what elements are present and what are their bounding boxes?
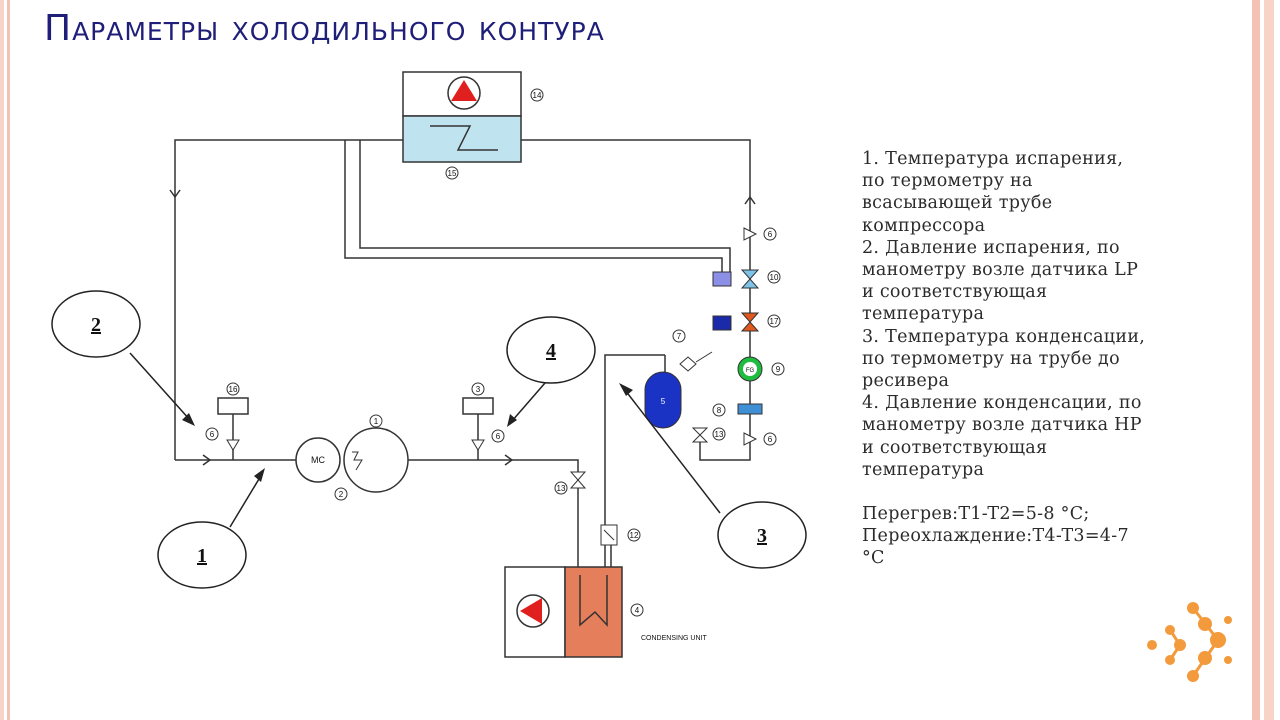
svg-text:MC: MC bbox=[311, 455, 325, 465]
note-line: манометру возле датчика LP bbox=[862, 260, 1139, 281]
svg-text:4: 4 bbox=[546, 340, 556, 362]
slide-border-right bbox=[1240, 0, 1280, 720]
svg-text:13: 13 bbox=[715, 430, 724, 439]
svg-text:1: 1 bbox=[374, 417, 379, 426]
svg-text:8: 8 bbox=[717, 406, 722, 415]
motor-circle bbox=[295, 437, 341, 483]
notes-text: 1. Температура испарения, по термометру … bbox=[862, 148, 1232, 570]
svg-text:3: 3 bbox=[476, 385, 481, 394]
svg-text:13: 13 bbox=[557, 484, 566, 493]
callout-2 bbox=[51, 290, 141, 358]
note-line: 2. Давление испарения, по bbox=[862, 237, 1120, 258]
note-line: по термометру на bbox=[862, 171, 1033, 192]
condenser bbox=[564, 566, 623, 658]
svg-text:17: 17 bbox=[770, 317, 779, 326]
svg-text:2: 2 bbox=[91, 314, 101, 336]
svg-text:6: 6 bbox=[768, 230, 773, 239]
note-line: компрессора bbox=[862, 215, 986, 236]
pipe-top-left bbox=[174, 139, 403, 460]
svg-text:2: 2 bbox=[339, 490, 344, 499]
note-line: 4. Давление конденсации, по bbox=[862, 393, 1142, 414]
note-line: по термометру на трубе до bbox=[862, 348, 1120, 369]
formula-line: Перегрев:T1-T2=5-8 °C; bbox=[862, 504, 1090, 525]
svg-text:7: 7 bbox=[677, 332, 682, 341]
callout-4 bbox=[506, 316, 596, 384]
svg-text:6: 6 bbox=[496, 432, 501, 441]
slide-border-left bbox=[0, 0, 14, 720]
pipe-discharge bbox=[408, 459, 579, 570]
note-line: ресивера bbox=[862, 371, 950, 392]
page-title: Параметры холодильного контура bbox=[44, 8, 605, 49]
evaporator-coil bbox=[402, 115, 522, 163]
note-line: 1. Температура испарения, bbox=[862, 149, 1124, 169]
svg-text:4: 4 bbox=[635, 606, 640, 615]
svg-text:12: 12 bbox=[630, 531, 639, 540]
svg-text:10: 10 bbox=[770, 273, 779, 282]
svg-text:5: 5 bbox=[661, 397, 666, 406]
note-line: температура bbox=[862, 459, 985, 480]
svg-text:3: 3 bbox=[757, 525, 767, 547]
svg-text:FG: FG bbox=[746, 368, 755, 374]
pipe-top-right bbox=[521, 139, 751, 461]
svg-text:14: 14 bbox=[533, 91, 542, 100]
formula-line: Переохлаждение:T4-T3=4-7 bbox=[862, 526, 1129, 547]
note-line: температура bbox=[862, 304, 985, 325]
svg-text:15: 15 bbox=[448, 169, 457, 178]
note-line: всасывающей трубе bbox=[862, 193, 1053, 214]
note-line: 3. Температура конденсации, bbox=[862, 326, 1146, 347]
callout-1 bbox=[157, 521, 247, 589]
callout-3 bbox=[717, 501, 807, 569]
svg-text:6: 6 bbox=[210, 430, 215, 439]
svg-text:16: 16 bbox=[229, 385, 238, 394]
formula-line: °C bbox=[862, 548, 885, 569]
svg-text:6: 6 bbox=[768, 435, 773, 444]
compressor-icon bbox=[343, 427, 409, 493]
receiver-icon bbox=[644, 371, 682, 429]
note-line: и соответствующая bbox=[862, 437, 1048, 458]
note-line: и соответствующая bbox=[862, 282, 1048, 303]
note-line: манометру возле датчика HP bbox=[862, 415, 1142, 436]
svg-text:1: 1 bbox=[197, 545, 207, 567]
pipe-liquid bbox=[604, 354, 665, 655]
svg-text:CONDENSING UNIT: CONDENSING UNIT bbox=[641, 635, 707, 642]
svg-text:9: 9 bbox=[776, 365, 781, 374]
